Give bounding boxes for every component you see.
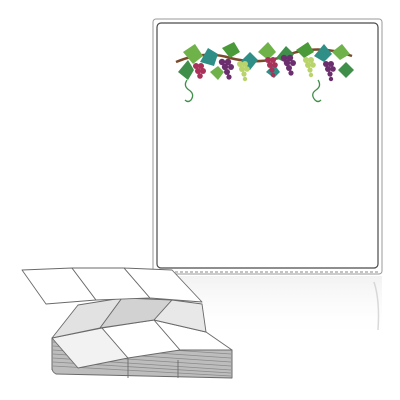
stack-top-labels: [51, 319, 233, 369]
tendril-icon: [184, 79, 322, 103]
sheet-reflection: [155, 276, 382, 340]
fanfold-label-stack: [21, 267, 233, 379]
fanfold-top-labels: [21, 267, 203, 305]
label-sheet: [152, 18, 383, 275]
label-face: [156, 22, 379, 269]
grape-vine-garland: [175, 42, 354, 103]
grape-cluster-icon: [193, 54, 336, 82]
